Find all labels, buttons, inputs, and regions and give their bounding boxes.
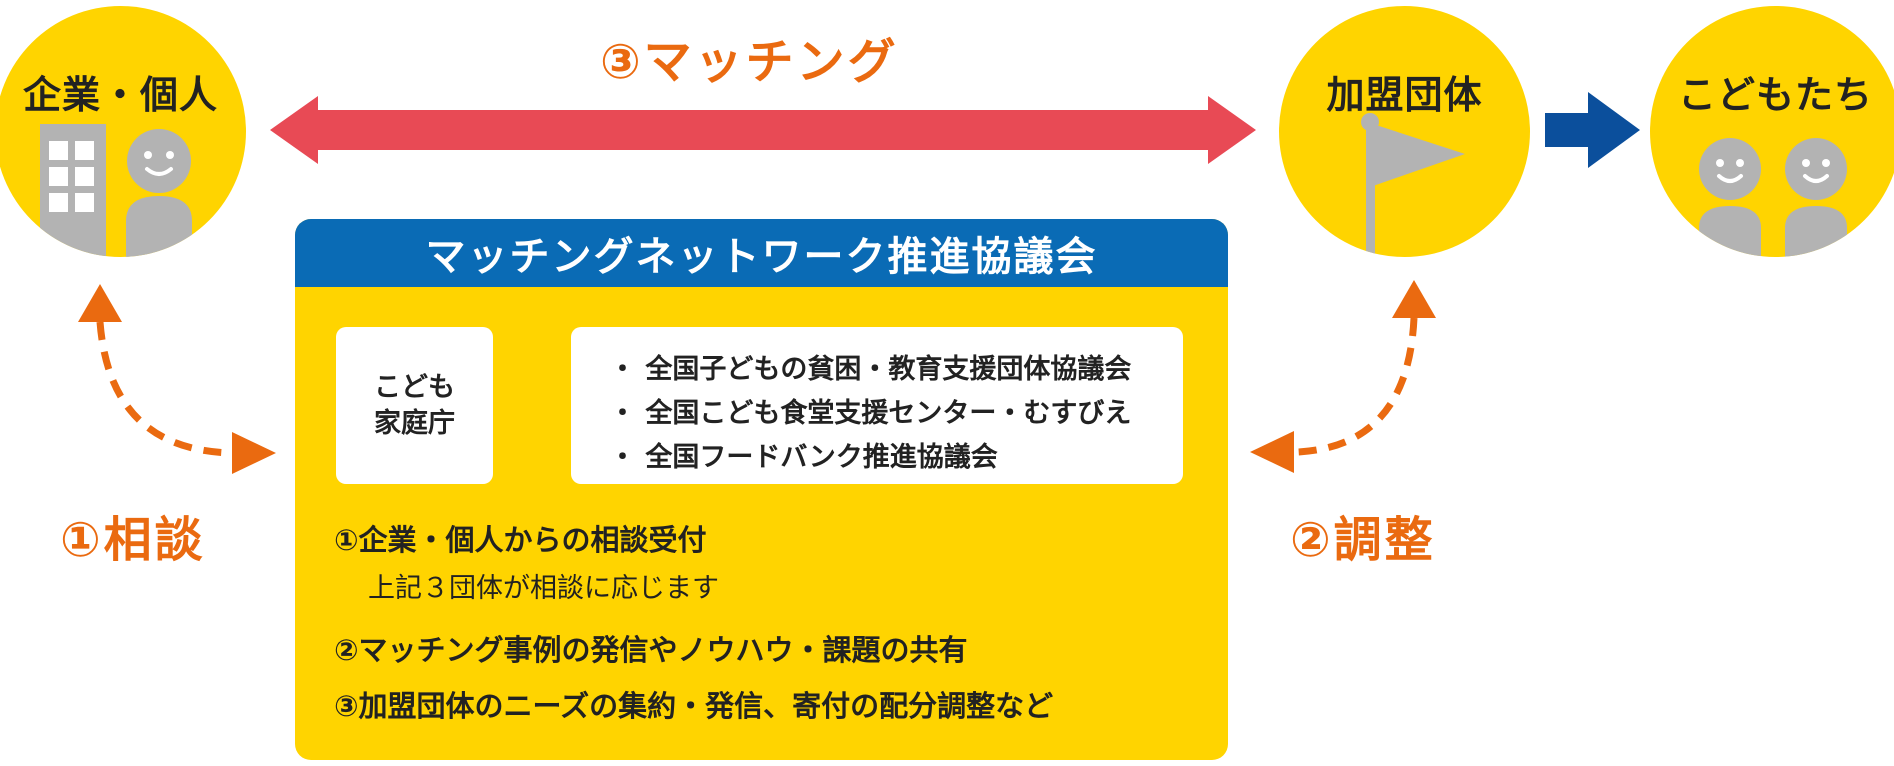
companies-circle: 企業・個人 bbox=[0, 6, 246, 257]
companies-label: 企業・個人 bbox=[22, 73, 218, 117]
adjust-dashed-path bbox=[1297, 317, 1418, 456]
role-note: 上記３団体が相談に応じます bbox=[368, 573, 719, 604]
role-item: ②マッチング事例の発信やノウハウ・課題の共有 bbox=[334, 633, 968, 667]
person-icon bbox=[126, 129, 192, 257]
adjust-label: ②調整 bbox=[1290, 512, 1436, 568]
organization-item: ・ 全国フードバンク推進協議会 bbox=[609, 442, 998, 473]
agency-box: こども 家庭庁 bbox=[336, 327, 493, 484]
flow-arrow bbox=[1545, 92, 1640, 168]
agency-label-line1: こども bbox=[374, 371, 455, 403]
role-item: ①企業・個人からの相談受付 bbox=[334, 523, 707, 557]
building-icon bbox=[40, 124, 106, 257]
member-orgs-circle: 加盟団体 bbox=[1279, 6, 1530, 257]
child-icon bbox=[1785, 138, 1847, 257]
agency-label-line2: 家庭庁 bbox=[374, 407, 455, 439]
adjust-arrowhead-left bbox=[1250, 431, 1294, 473]
children-circle: こどもたち bbox=[1650, 6, 1894, 257]
matching-label: ③マッチング bbox=[600, 34, 899, 90]
consult-arrowhead-right bbox=[232, 432, 276, 474]
member-orgs-label: 加盟団体 bbox=[1326, 73, 1483, 117]
consult-arrowhead-up bbox=[78, 284, 122, 322]
flag-icon bbox=[1361, 113, 1465, 257]
child-icon bbox=[1699, 138, 1761, 257]
consult-label: ①相談 bbox=[60, 512, 206, 568]
council-title: マッチングネットワーク推進協議会 bbox=[295, 219, 1228, 287]
adjust-arrowhead-up bbox=[1392, 280, 1436, 318]
matching-double-arrow bbox=[270, 96, 1256, 164]
organization-item: ・ 全国こども食堂支援センター・むすびえ bbox=[609, 398, 1132, 429]
consult-dashed-path bbox=[96, 321, 233, 457]
organization-item: ・ 全国子どもの貧困・教育支援団体協議会 bbox=[609, 354, 1132, 385]
organizations-box: ・ 全国子どもの貧困・教育支援団体協議会 ・ 全国こども食堂支援センター・むすび… bbox=[571, 327, 1183, 484]
council-panel: マッチングネットワーク推進協議会 こども 家庭庁 ・ 全国子どもの貧困・教育支援… bbox=[295, 219, 1228, 760]
children-label: こどもたち bbox=[1677, 73, 1873, 117]
role-item: ③加盟団体のニーズの集約・発信、寄付の配分調整など bbox=[334, 689, 1054, 723]
